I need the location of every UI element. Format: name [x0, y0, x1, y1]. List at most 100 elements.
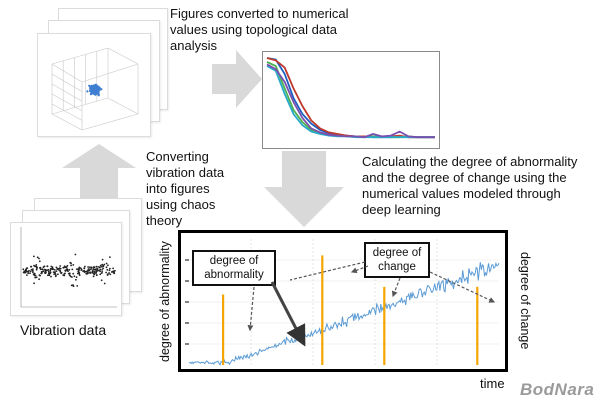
vibration-point [54, 272, 57, 275]
vibration-point [99, 268, 102, 271]
vibration-point [101, 271, 104, 273]
deep-caption-line: and the degree of change using the [362, 170, 567, 185]
vibration-point [57, 268, 60, 270]
cube-edge [81, 63, 139, 83]
dashed-pointer-change-spike-b [391, 277, 401, 298]
vibration-point [88, 269, 91, 272]
deep-caption-line: Calculating the degree of abnormality [362, 154, 578, 169]
vibration-point [68, 272, 71, 275]
vibration-point [89, 268, 92, 271]
vibration-point [35, 268, 38, 271]
vibration-point [92, 275, 95, 278]
vibration-point [66, 264, 69, 267]
vibration-point [87, 268, 90, 270]
callout-change-line: degree of [372, 247, 422, 259]
vibration-point [36, 256, 39, 259]
cube-edge [107, 97, 139, 115]
vibration-point [27, 272, 29, 275]
vibration-point [77, 270, 80, 273]
vibration-point [64, 272, 66, 275]
cloud-point [92, 92, 95, 95]
vibration-point [106, 268, 109, 271]
vibration-point [112, 267, 114, 270]
chaos-caption-line: theory [146, 213, 183, 228]
bold-pointer-abnormality-curve [270, 281, 306, 347]
deep-learning-caption: Calculating the degree of abnormality an… [362, 154, 577, 218]
cloud-point [95, 90, 98, 93]
vibration-point [52, 268, 54, 271]
phase-space-3d-scatter [51, 47, 139, 131]
vibration-point [55, 266, 58, 269]
vibration-point [105, 266, 108, 269]
vibration-point [34, 276, 37, 279]
dashed-pointer-change-spike-a [350, 265, 369, 274]
vibration-point [47, 268, 50, 271]
tda-caption-line: Figures converted to numerical [170, 6, 349, 21]
vibration-point [31, 269, 34, 272]
vibration-point [62, 266, 65, 269]
callout-abnormality: degree of abnormality [192, 250, 276, 286]
vibration-point [22, 268, 25, 271]
cloud-point [90, 90, 93, 93]
vibration-point [84, 265, 86, 268]
vibration-point [53, 269, 56, 271]
vibration-point [72, 285, 75, 288]
cube-grid-line [51, 83, 83, 102]
vibration-point [108, 269, 111, 272]
vibration-point [93, 266, 96, 269]
cloud-point [100, 88, 103, 91]
vibration-point [75, 276, 78, 278]
callout-abnormality-line: abnormality [204, 269, 264, 281]
callout-abnormality-line: degree of [209, 255, 259, 267]
vibration-point [79, 267, 82, 269]
vibration-point [35, 264, 38, 266]
cloud-point [97, 86, 100, 89]
vibration-point [60, 272, 63, 275]
vibration-point [38, 260, 41, 263]
vibration-point [87, 266, 89, 268]
vibration-point [78, 273, 81, 275]
vibration-point [109, 273, 112, 276]
vibration-point [101, 263, 104, 266]
vibration-point [46, 265, 49, 268]
vibration-point [45, 269, 48, 271]
tda-caption-line: analysis [170, 38, 217, 53]
vibration-point [99, 270, 102, 273]
vibration-point [57, 273, 59, 276]
vibration-point [109, 267, 111, 270]
vibration-point [96, 268, 99, 270]
vibration-point [38, 267, 41, 269]
tda-curves-plot [262, 51, 440, 149]
vibration-point [102, 267, 104, 270]
vibration-point [83, 267, 86, 270]
vibration-point [72, 264, 75, 266]
vibration-point [67, 270, 69, 273]
vibration-point [47, 274, 49, 277]
vibration-point [89, 271, 92, 274]
vibration-point [35, 276, 38, 279]
vibration-point [29, 272, 31, 274]
vibration-point [93, 271, 96, 274]
vibration-point [44, 272, 47, 275]
vibration-point [55, 270, 58, 272]
chaos-caption-line: Converting [146, 149, 209, 164]
vibration-point [73, 275, 76, 278]
vibration-point [103, 282, 106, 285]
cube-grid-line [51, 73, 83, 92]
vibration-point [25, 270, 28, 273]
vibration-point [33, 273, 36, 276]
cloud-point [97, 94, 100, 97]
vibration-point [78, 267, 81, 270]
dashed-pointer-change [289, 261, 366, 281]
tda-curves-svg [266, 57, 435, 139]
vibration-point [111, 270, 114, 273]
cube-edge [107, 47, 139, 65]
chaos-caption-line: vibration data [146, 165, 225, 180]
down-arrow [264, 151, 344, 227]
vibration-point [54, 275, 57, 278]
vibration-point [30, 268, 33, 271]
vibration-point [47, 270, 50, 273]
x-axis-label: time [480, 376, 505, 391]
vibration-point [39, 268, 42, 271]
